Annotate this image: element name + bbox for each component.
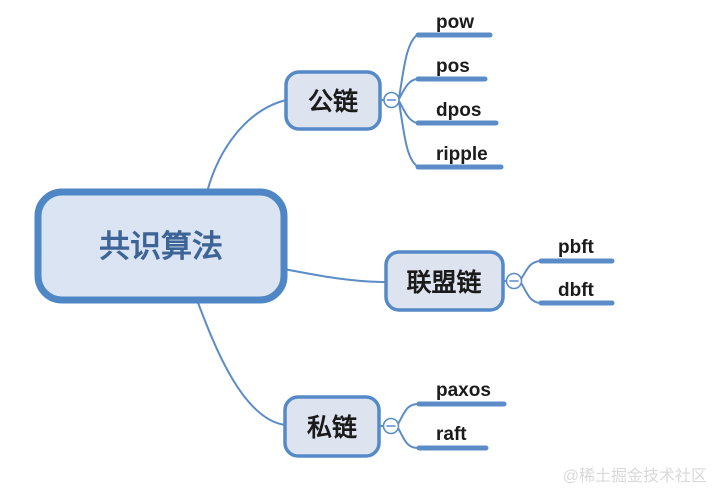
leaf-label: dbft: [558, 280, 595, 301]
edge-to-pos: [398, 78, 418, 100]
leaf-node-paxos[interactable]: paxos: [416, 380, 507, 407]
branch-node-label: 联盟链: [406, 268, 481, 297]
collapse-button-private-chain[interactable]: [382, 417, 400, 435]
leaf-label: pow: [436, 12, 474, 33]
leaf-label: pos: [436, 56, 470, 77]
leaf-label: pbft: [558, 237, 595, 258]
branch-node-label: 公链: [308, 87, 358, 116]
root-node-box[interactable]: [34, 188, 288, 304]
branch-node-consortium-chain[interactable]: 联盟链: [384, 250, 505, 312]
collapse-button-public-chain[interactable]: [383, 91, 400, 109]
watermark-text: @稀土掘金技术社区: [563, 467, 707, 485]
leaf-label: raft: [436, 424, 467, 445]
edge-to-paxos: [397, 403, 419, 425]
edge-to-ripple: [398, 101, 418, 167]
leaf-node-dbft[interactable]: dbft: [538, 280, 615, 306]
edge-to-pow: [398, 34, 418, 99]
leaf-node-dpos[interactable]: dpos: [415, 100, 499, 126]
leaf-node-ripple[interactable]: ripple: [415, 144, 504, 170]
leaf-label: dpos: [436, 100, 481, 121]
branch-node-private-chain[interactable]: 私链: [283, 395, 381, 458]
leaf-node-raft[interactable]: raft: [416, 424, 489, 451]
edge-to-raft: [397, 427, 419, 449]
leaf-node-pow[interactable]: pow: [415, 12, 493, 38]
edge-root-to-public-chain: [206, 99, 287, 193]
edge-root-to-private-chain: [196, 299, 286, 426]
edge-to-dpos: [398, 100, 418, 124]
leaf-node-pbft[interactable]: pbft: [538, 237, 615, 264]
edge-root-to-consortium-chain: [283, 268, 387, 283]
branch-node-public-chain[interactable]: 公链: [284, 70, 382, 131]
root-node-label: 共识算法: [99, 229, 223, 264]
branch-node-label: 私链: [307, 413, 357, 442]
leaf-label: ripple: [436, 144, 488, 165]
edge-to-dbft: [520, 282, 541, 304]
collapse-button-consortium-chain[interactable]: [505, 272, 523, 290]
leaf-label: paxos: [436, 380, 491, 401]
root-node[interactable]: 共识算法: [34, 188, 288, 304]
leaf-node-pos[interactable]: pos: [415, 56, 488, 82]
edge-to-pbft: [520, 260, 541, 280]
